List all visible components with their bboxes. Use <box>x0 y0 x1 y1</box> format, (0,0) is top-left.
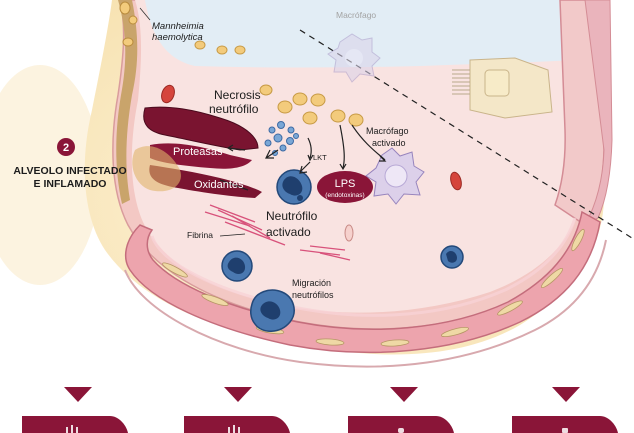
label-macrofago-activado-2: activado <box>372 138 406 148</box>
lps-bubble <box>317 171 373 203</box>
mannheimia-leader <box>139 7 151 21</box>
arrow-down-icon <box>390 387 418 402</box>
neutrophil-migrating <box>250 289 295 332</box>
label-mannheimia-2: haemolytica <box>152 32 203 43</box>
bottom-step-row <box>22 387 618 433</box>
left-wall <box>116 0 138 204</box>
label-macrofago: Macrófago <box>336 10 376 20</box>
bacteria <box>194 40 364 127</box>
right-vessel <box>554 0 613 227</box>
neutrophil-activated <box>276 169 312 205</box>
arrow-down-icon <box>552 387 580 402</box>
fibrin-strands <box>204 204 351 261</box>
step-tab-3 <box>348 416 454 433</box>
label-lps-sub: (endotoxinas) <box>325 192 364 199</box>
step-number: 2 <box>63 142 69 154</box>
label-neutrofilo-activado-2: activado <box>266 225 311 239</box>
macrofago-cell <box>327 33 381 83</box>
step-tab-2 <box>184 416 290 433</box>
label-neutrofilo-activado-1: Neutrófilo <box>266 209 318 223</box>
step-badge: 2 <box>57 138 75 156</box>
background-glow <box>0 65 100 285</box>
label-migracion-1: Migración <box>292 278 331 288</box>
air-space <box>145 0 575 68</box>
capillary <box>124 210 601 354</box>
arrow-down-icon <box>64 387 92 402</box>
macrofago-activado-cell <box>365 147 425 205</box>
label-migracion-2: neutrófilos <box>292 290 334 300</box>
label-necrosis-2: neutrófilo <box>209 102 259 116</box>
label-fibrina: Fibrina <box>187 230 213 240</box>
label-necrosis-1: Necrosis <box>214 88 261 102</box>
tissue-damage-shapes <box>132 106 262 198</box>
neutrophil-capillary-2 <box>440 245 464 269</box>
red-blood-cells <box>161 84 462 242</box>
label-macrofago-activado-1: Macrófago <box>366 126 409 136</box>
neutrophil-capillary-1 <box>221 250 253 282</box>
step-tab-1 <box>22 416 128 433</box>
step-tab-4 <box>512 416 618 433</box>
epithelial-cell <box>452 57 553 119</box>
title-alveolo-1: ALVEOLO INFECTADO <box>13 165 126 177</box>
title-alveolo-2: E INFLAMADO <box>34 178 107 190</box>
label-proteasas: Proteasas <box>173 146 223 158</box>
outer-membrane <box>124 239 607 368</box>
arrows <box>219 124 387 191</box>
fibrina-leader <box>219 233 246 237</box>
arrow-down-icon <box>224 387 252 402</box>
label-lps: LPS <box>335 178 356 190</box>
label-mannheimia-1: Mannheimia <box>152 21 204 32</box>
label-oxidantes: Oxidantes <box>194 179 244 191</box>
label-lkt: LKT <box>313 153 327 162</box>
